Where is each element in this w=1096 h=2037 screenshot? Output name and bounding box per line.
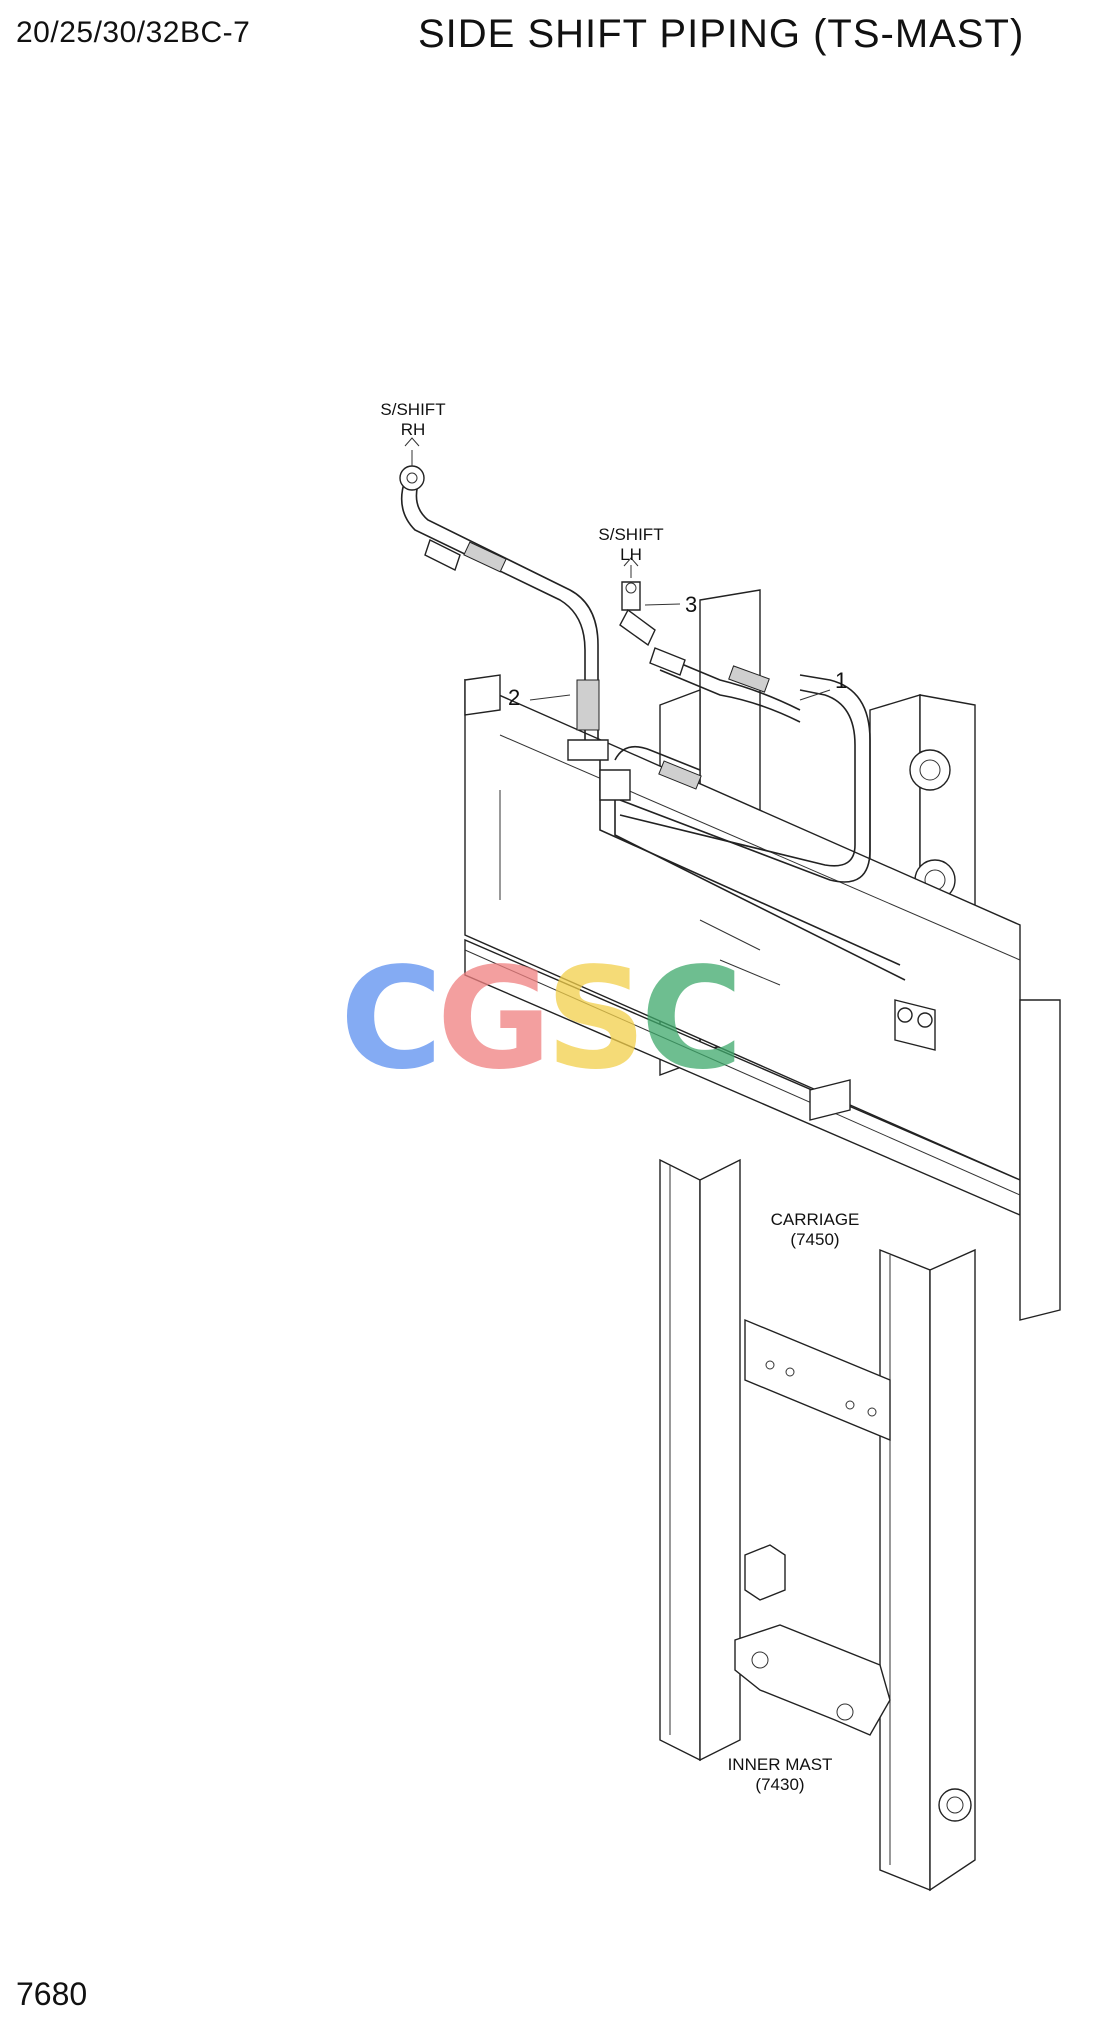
callout-item-1: 1 [835, 668, 848, 693]
watermark-letter-g: G [436, 938, 552, 1101]
leader-1 [799, 689, 831, 701]
inner-mast-line2: (7430) [755, 1775, 805, 1794]
leader-2 [529, 694, 571, 701]
callout-item-2: 2 [508, 685, 521, 710]
page-number: 7680 [16, 1976, 88, 2012]
leader-lh-arrow [623, 557, 639, 567]
sshift-lh-line1: S/SHIFT [598, 525, 664, 544]
sshift-rh-label: S/SHIFT RH [368, 400, 458, 440]
leader-3 [644, 603, 681, 606]
watermark-letter-s: S [545, 938, 647, 1101]
steel-tubes [599, 745, 936, 1051]
sshift-rh-line2: RH [400, 420, 426, 439]
inner-mast-label: INNER MAST (7430) [710, 1755, 850, 1795]
carriage-line1: CARRIAGE [770, 1210, 860, 1229]
carriage-line2: (7450) [790, 1230, 840, 1249]
carriage-label: CARRIAGE (7450) [750, 1210, 880, 1250]
callout-item-3: 3 [685, 592, 698, 617]
watermark-letter-c2: C [640, 938, 744, 1101]
elbow-fitting-item-3 [619, 581, 656, 647]
page-title: SIDE SHIFT PIPING (TS-MAST) [418, 12, 1025, 56]
model-number: 20/25/30/32BC-7 [16, 16, 251, 49]
sshift-lh-line2: LH [620, 545, 642, 564]
hose-item-1 [619, 647, 871, 883]
inner-mast [659, 1158, 976, 1892]
cgsc-watermark: CGSC [340, 938, 744, 1101]
carriage [464, 674, 1061, 1321]
hose-item-2 [399, 465, 609, 761]
watermark-letter-c1: C [340, 938, 443, 1101]
sshift-rh-line1: S/SHIFT [380, 400, 446, 419]
inner-mast-line1: INNER MAST [727, 1755, 833, 1774]
sshift-lh-label: S/SHIFT LH [586, 525, 676, 565]
leader-rh-arrow [404, 437, 420, 447]
